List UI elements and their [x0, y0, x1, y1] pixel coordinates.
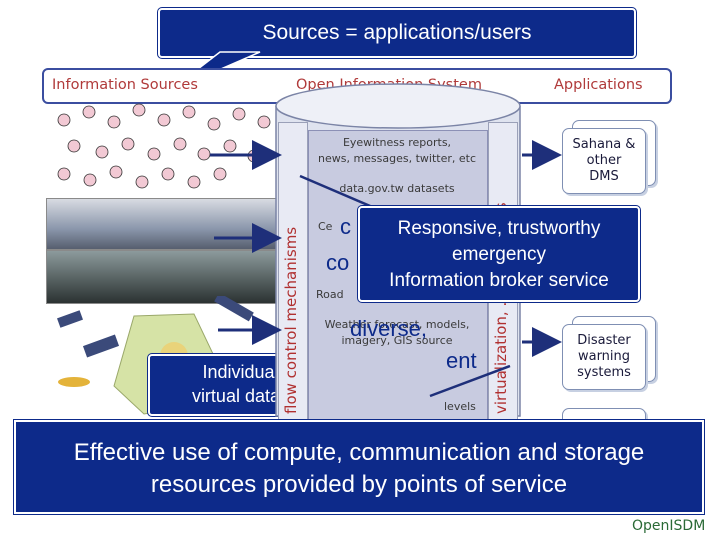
top-callout: Sources = applications/users	[158, 8, 636, 58]
middle-callout-line-2: emergency	[452, 244, 546, 265]
command-center-photo	[46, 198, 278, 250]
app-warning-line-2: warning	[577, 349, 631, 364]
operations-room-photo	[46, 250, 278, 304]
db-item-imagery: imagery, GIS source	[341, 334, 453, 347]
fragment-c: c	[340, 214, 351, 239]
fragment-co: co	[326, 250, 350, 275]
db-item-levels: levels	[444, 400, 476, 413]
people-crowd-icon	[57, 103, 271, 189]
fragment-diverse: diverse,	[350, 316, 428, 341]
middle-callout-line-3: Information broker service	[389, 270, 609, 291]
app-sahana-line-3: DMS	[589, 169, 619, 184]
app-card-sahana: Sahana & other DMS	[562, 128, 646, 194]
bottom-callout-line-1: Effective use of compute, communication …	[73, 439, 645, 466]
app-sahana-line-1: Sahana &	[572, 137, 636, 152]
db-item-weather: Weather forecast, models,	[324, 318, 470, 331]
db-item-eyewitness: Eyewitness reports,	[342, 136, 452, 149]
openisdm-logo: OpenISDM	[632, 518, 706, 534]
app-card-disaster-warning: Disaster warning systems	[562, 324, 646, 390]
app-warning-line-3: systems	[577, 365, 631, 380]
fragment-ent: ent	[446, 348, 477, 373]
header-applications: Applications	[554, 77, 643, 93]
app-warning-line-1: Disaster	[577, 333, 631, 348]
flow-control-bar	[278, 122, 308, 420]
db-item-ce: Ce	[318, 220, 333, 233]
header-info-sources: Information Sources	[52, 77, 198, 93]
middle-callout-line-1: Responsive, trustworthy	[397, 218, 601, 239]
middle-callout: Responsive, trustworthy emergency Inform…	[358, 206, 640, 302]
bottom-callout-line-2: resources provided by points of service	[150, 471, 568, 498]
bottom-callout: Effective use of compute, communication …	[14, 420, 704, 514]
app-sahana-line-2: other	[586, 153, 622, 168]
db-item-datasets: data.gov.tw datasets	[339, 182, 455, 195]
db-item-road: Road	[316, 288, 344, 301]
db-item-news: news, messages, twitter, etc	[317, 152, 477, 165]
